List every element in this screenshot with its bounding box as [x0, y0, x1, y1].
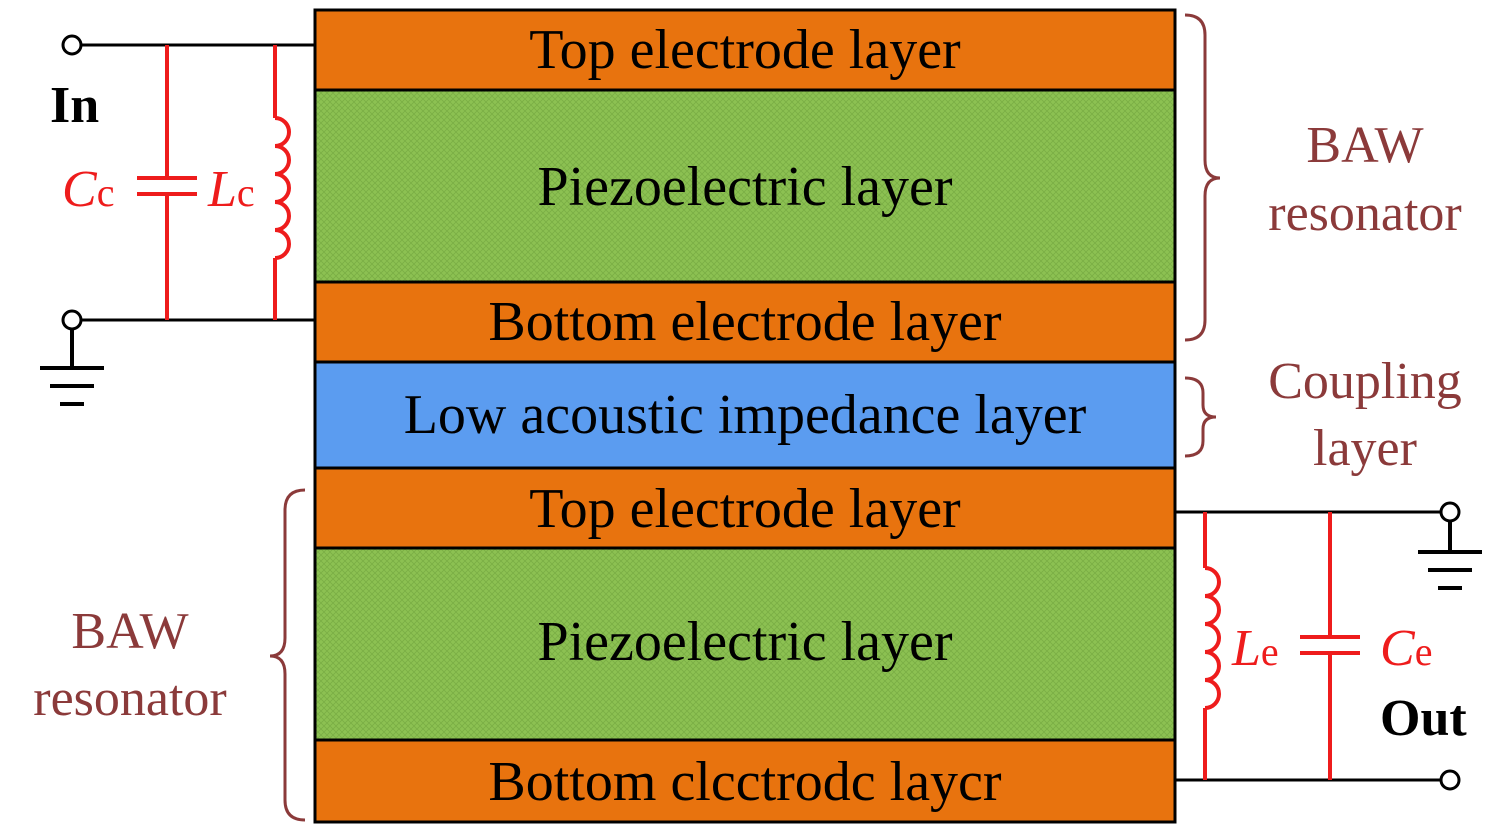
bottom-resonator-brace-icon — [269, 488, 306, 822]
output-terminal-bottom — [1439, 769, 1461, 791]
output-ground-icon — [1418, 521, 1482, 590]
braces — [269, 13, 1221, 822]
layer-labels: Top electrode layer Piezoelectric layer … — [404, 19, 1087, 813]
input-ground-icon — [40, 329, 104, 406]
coupling-label-line2: layer — [1313, 420, 1417, 477]
input-inductor-icon — [273, 45, 291, 320]
output-capacitor-icon — [1300, 512, 1360, 780]
brace-labels: BAW resonator Coupling layer BAW resonat… — [33, 117, 1462, 727]
output-capacitor-label: Ce — [1380, 620, 1432, 677]
input-circuit: In Cc Lc — [40, 34, 315, 406]
top-electrode-label-1: Top electrode layer — [529, 19, 961, 81]
top-electrode-label-2: Top electrode layer — [529, 478, 961, 540]
coupling-label-line1: Coupling — [1268, 353, 1462, 410]
output-inductor-label: Le — [1231, 620, 1279, 677]
input-capacitor-icon — [137, 45, 197, 320]
top-electrode-layer-1 — [313, 8, 1177, 92]
bottom-electrode-layer-1 — [313, 280, 1177, 364]
top-resonator-brace-icon — [1184, 13, 1221, 342]
output-circuit: Out Le Ce — [1175, 501, 1482, 791]
layer-stack — [313, 8, 1177, 824]
bottom-electrode-layer-2 — [313, 738, 1177, 824]
piezoelectric-layer-2 — [313, 546, 1177, 742]
bottom-electrode-label-1: Bottom electrode layer — [488, 291, 1001, 353]
coupling-brace-icon — [1184, 376, 1217, 458]
input-capacitor-label: Cc — [62, 161, 114, 218]
input-terminal-top — [61, 34, 83, 56]
bottom-electrode-label-2: Bottom clcctrodc laycr — [488, 751, 1001, 813]
low-impedance-label: Low acoustic impedance layer — [404, 384, 1087, 446]
piezo-label-1: Piezoelectric layer — [537, 156, 952, 218]
piezoelectric-layer-1 — [313, 88, 1177, 284]
low-acoustic-impedance-layer — [313, 360, 1177, 470]
input-inductor-label: Lc — [207, 161, 255, 218]
output-terminal-top — [1439, 501, 1461, 523]
input-terminal-bottom — [61, 309, 83, 331]
top-baw-label-line2: resonator — [1268, 185, 1461, 242]
bottom-baw-label-line2: resonator — [33, 670, 226, 727]
bottom-baw-label-line1: BAW — [71, 603, 188, 660]
output-label: Out — [1380, 690, 1467, 747]
piezo-label-2: Piezoelectric layer — [537, 611, 952, 673]
input-label: In — [50, 77, 99, 134]
top-baw-label-line1: BAW — [1306, 117, 1423, 174]
output-inductor-icon — [1203, 512, 1221, 780]
